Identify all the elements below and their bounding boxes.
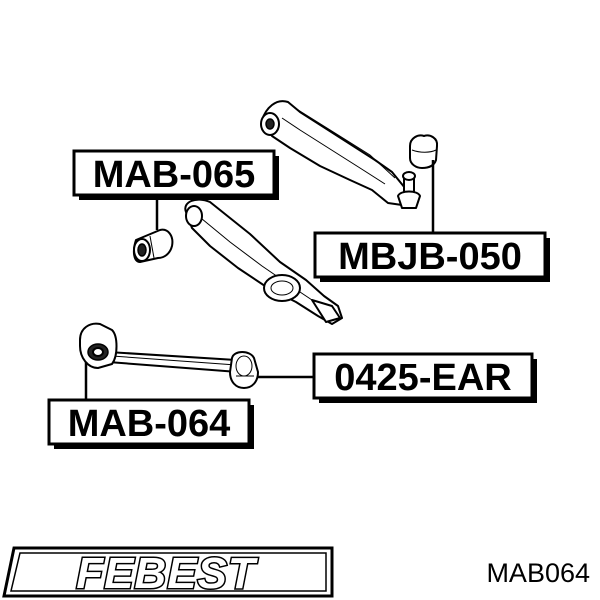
lateral-link-rod [79, 322, 259, 389]
label-mab-064: MAB-064 [47, 398, 254, 449]
ball-joint [397, 134, 439, 209]
label-mbjb-050: MBJB-050 [313, 231, 550, 282]
febest-logo: FEBEST [2, 546, 334, 600]
leader-lines [84, 160, 435, 402]
lower-control-arm [184, 198, 343, 325]
upper-control-arm [260, 100, 411, 206]
label-mab-065: MAB-065 [72, 149, 279, 200]
bushing-mab-065 [132, 228, 174, 263]
label-0425-ear-text: 0425-EAR [334, 357, 511, 399]
label-mab-065-text: MAB-065 [93, 154, 256, 196]
label-0425-ear: 0425-EAR [312, 352, 537, 403]
part-number-caption: MAB064 [486, 558, 590, 588]
label-mbjb-050-text: MBJB-050 [338, 236, 522, 278]
label-mab-064-text: MAB-064 [68, 403, 231, 445]
logo-brand-text: FEBEST [76, 549, 258, 598]
